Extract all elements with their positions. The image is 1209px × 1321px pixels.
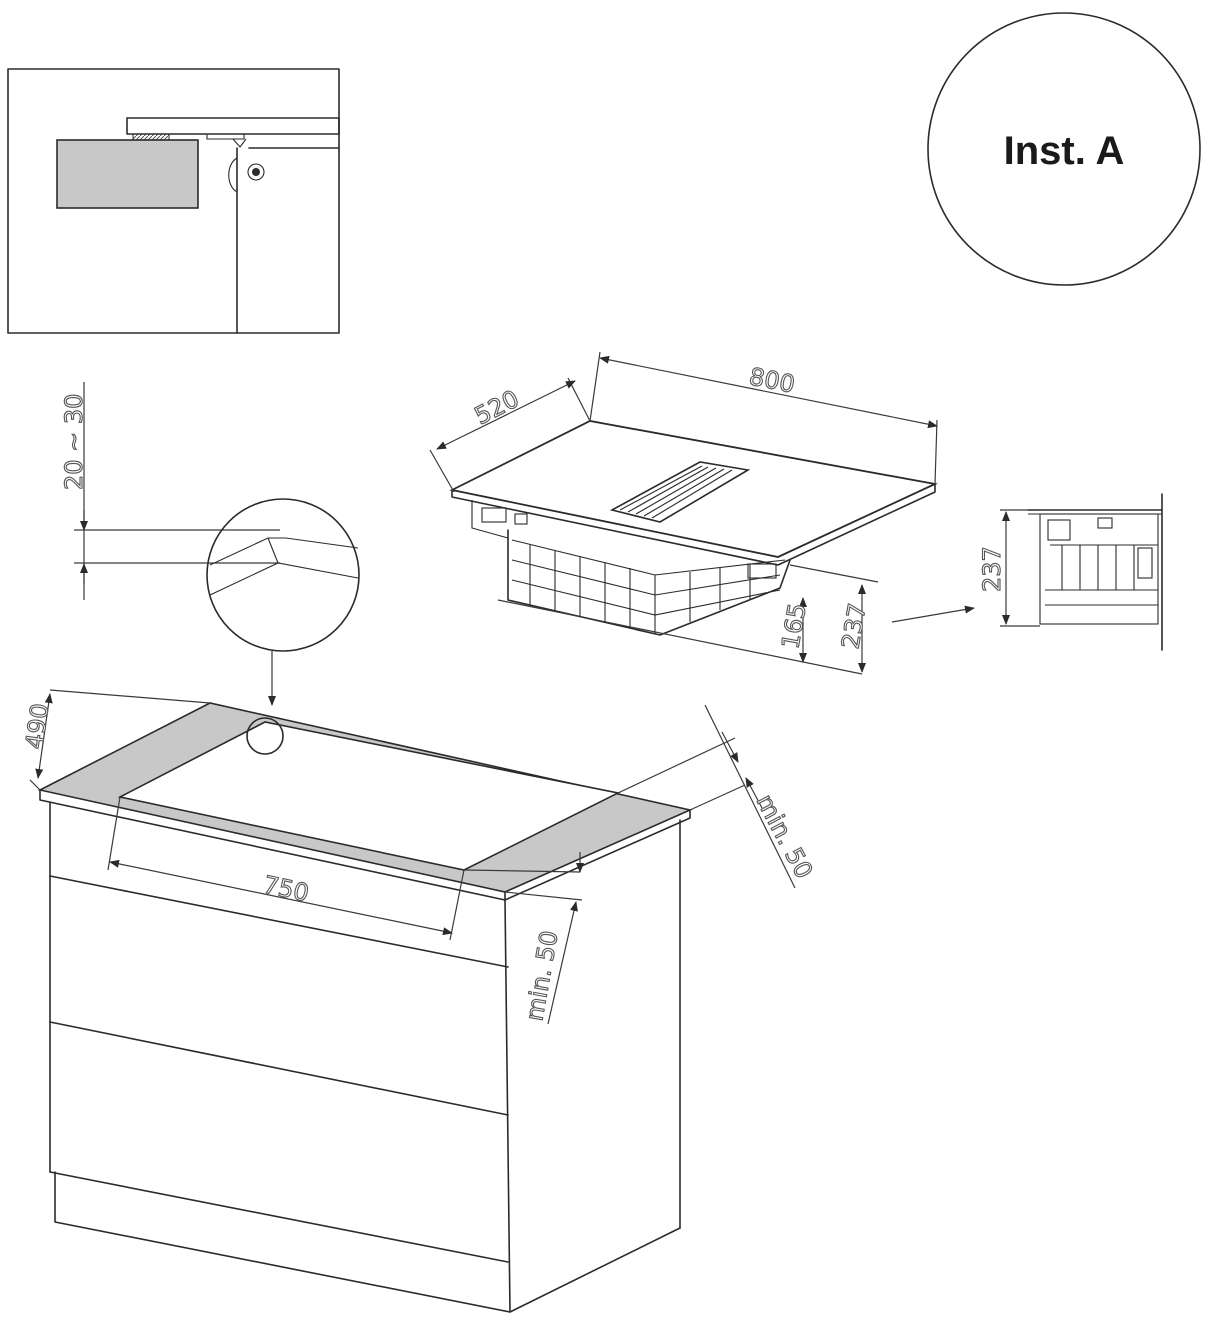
inset-hob-body <box>56 139 199 209</box>
inset-clip <box>228 157 238 193</box>
installation-badge: Inst. A <box>927 12 1201 286</box>
gap-dimension: 20 ~ 30 <box>59 382 280 600</box>
hob-total-height-label: 237 <box>836 601 872 651</box>
inset-countertop <box>126 117 340 135</box>
cutout-width-label: 750 <box>261 870 312 907</box>
detail-inset <box>7 68 340 334</box>
inset-frame <box>7 68 340 334</box>
hob-perspective: 520 800 165 237 <box>429 351 975 675</box>
vent-grille <box>609 461 751 523</box>
cabinet-assembly: 490 750 min. 50 min. 50 <box>20 689 819 1313</box>
gap-range-label: 20 ~ 30 <box>60 394 88 490</box>
hob-depth-label: 520 <box>470 385 524 431</box>
hob-width-label: 800 <box>747 362 797 398</box>
screw-icon <box>247 163 265 181</box>
hob-body-height-label: 165 <box>776 601 812 651</box>
badge-label: Inst. A <box>1004 129 1125 173</box>
magnifier-detail <box>206 498 360 706</box>
back-clearance-label: min. 50 <box>751 790 818 884</box>
inset-seal <box>132 133 170 141</box>
side-height-label: 237 <box>978 546 1006 592</box>
cutout-depth-label: 490 <box>20 702 54 751</box>
detail-marker <box>246 717 284 755</box>
side-clearance-label: min. 50 <box>520 929 563 1024</box>
hob-side-view: 237 <box>977 493 1163 651</box>
